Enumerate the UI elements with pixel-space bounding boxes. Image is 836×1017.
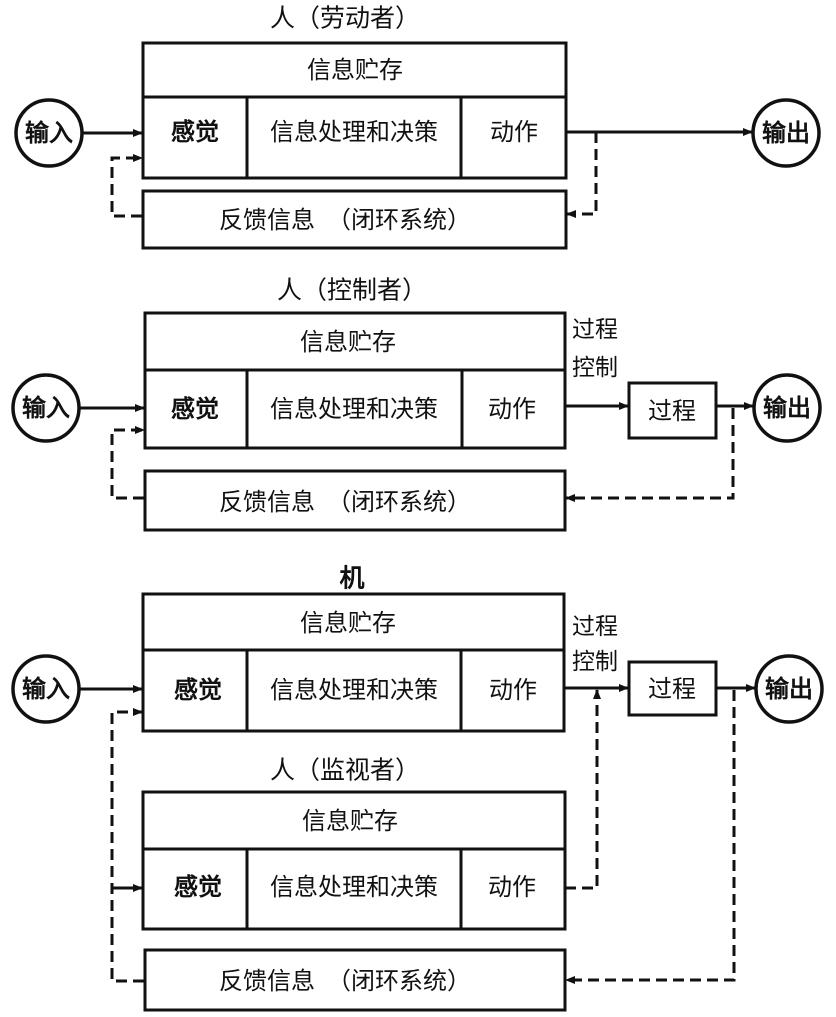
process-control-label-2: 控制 bbox=[572, 355, 618, 381]
monitor-title: 人（监视者） bbox=[270, 756, 420, 785]
process-box bbox=[627, 381, 718, 440]
process-cell: 信息处理和决策 bbox=[270, 395, 438, 423]
process-box-label: 过程 bbox=[648, 397, 696, 425]
action-cell: 动作 bbox=[489, 676, 537, 704]
feedback-in-arrow bbox=[110, 426, 145, 500]
process-cell: 信息处理和决策 bbox=[270, 118, 438, 146]
action-cell: 动作 bbox=[488, 395, 536, 423]
monitor-control-arrow bbox=[565, 689, 601, 890]
action-cell: 动作 bbox=[490, 118, 538, 146]
process-control-label-2: 控制 bbox=[572, 649, 618, 675]
storage-cell: 信息贮存 bbox=[300, 328, 396, 356]
monitor-block bbox=[141, 790, 567, 931]
storage-cell: 信息贮存 bbox=[307, 56, 403, 84]
feedback-out-arrow bbox=[565, 690, 736, 984]
process-control-label-1: 过程 bbox=[572, 614, 618, 640]
action-cell: 动作 bbox=[488, 873, 536, 901]
storage-cell: 信息贮存 bbox=[300, 609, 396, 637]
output-label: 输出 bbox=[763, 394, 811, 422]
process-box bbox=[627, 660, 718, 717]
output-node bbox=[754, 654, 824, 724]
storage-cell: 信息贮存 bbox=[302, 807, 398, 835]
sense-cell: 感觉 bbox=[171, 118, 219, 146]
input-label: 输入 bbox=[25, 119, 73, 147]
feedback-label: 反馈信息 （闭环系统） bbox=[219, 488, 471, 516]
feedback-out-arrow bbox=[566, 132, 598, 218]
process-cell: 信息处理和决策 bbox=[270, 676, 438, 704]
output-node bbox=[751, 98, 821, 168]
panel-machine-monitor: 机 信息贮存 感觉 信息处理和决策 动作 过程 控制 过程 输入 输出 人（监视… bbox=[11, 564, 824, 1012]
input-label: 输入 bbox=[22, 394, 70, 422]
sense-cell: 感觉 bbox=[174, 873, 222, 901]
process-cell: 信息处理和决策 bbox=[270, 873, 438, 901]
human-block bbox=[141, 41, 568, 180]
output-label: 输出 bbox=[762, 119, 810, 147]
human-block bbox=[143, 311, 567, 450]
input-label: 输入 bbox=[22, 675, 70, 703]
feedback-label: 反馈信息 （闭环系统） bbox=[219, 206, 471, 234]
feedback-out-arrow bbox=[565, 408, 735, 502]
panel-title: 人（劳动者） bbox=[270, 4, 420, 33]
panel-title: 人（控制者） bbox=[277, 276, 427, 305]
output-node bbox=[752, 373, 822, 443]
feedback-in-arrow bbox=[110, 154, 143, 218]
sense-cell: 感觉 bbox=[174, 676, 222, 704]
panel-worker: 人（劳动者） 信息贮存 感觉 信息处理和决策 动作 反馈信息 （闭环系统） 输入… bbox=[14, 4, 821, 250]
feedback-block bbox=[143, 948, 567, 1012]
feedback-label: 反馈信息 （闭环系统） bbox=[219, 967, 471, 995]
sense-cell: 感觉 bbox=[171, 395, 219, 423]
panel-controller: 人（控制者） 信息贮存 感觉 信息处理和决策 动作 反馈信息 （闭环系统） 过程… bbox=[11, 276, 822, 532]
feedback-block bbox=[141, 189, 568, 250]
process-control-label-1: 过程 bbox=[572, 317, 618, 343]
feedback-in-arrow-machine bbox=[110, 708, 144, 983]
machine-block bbox=[141, 592, 566, 733]
process-box-label: 过程 bbox=[648, 675, 696, 703]
machine-title: 机 bbox=[339, 564, 364, 593]
output-label: 输出 bbox=[765, 675, 813, 703]
